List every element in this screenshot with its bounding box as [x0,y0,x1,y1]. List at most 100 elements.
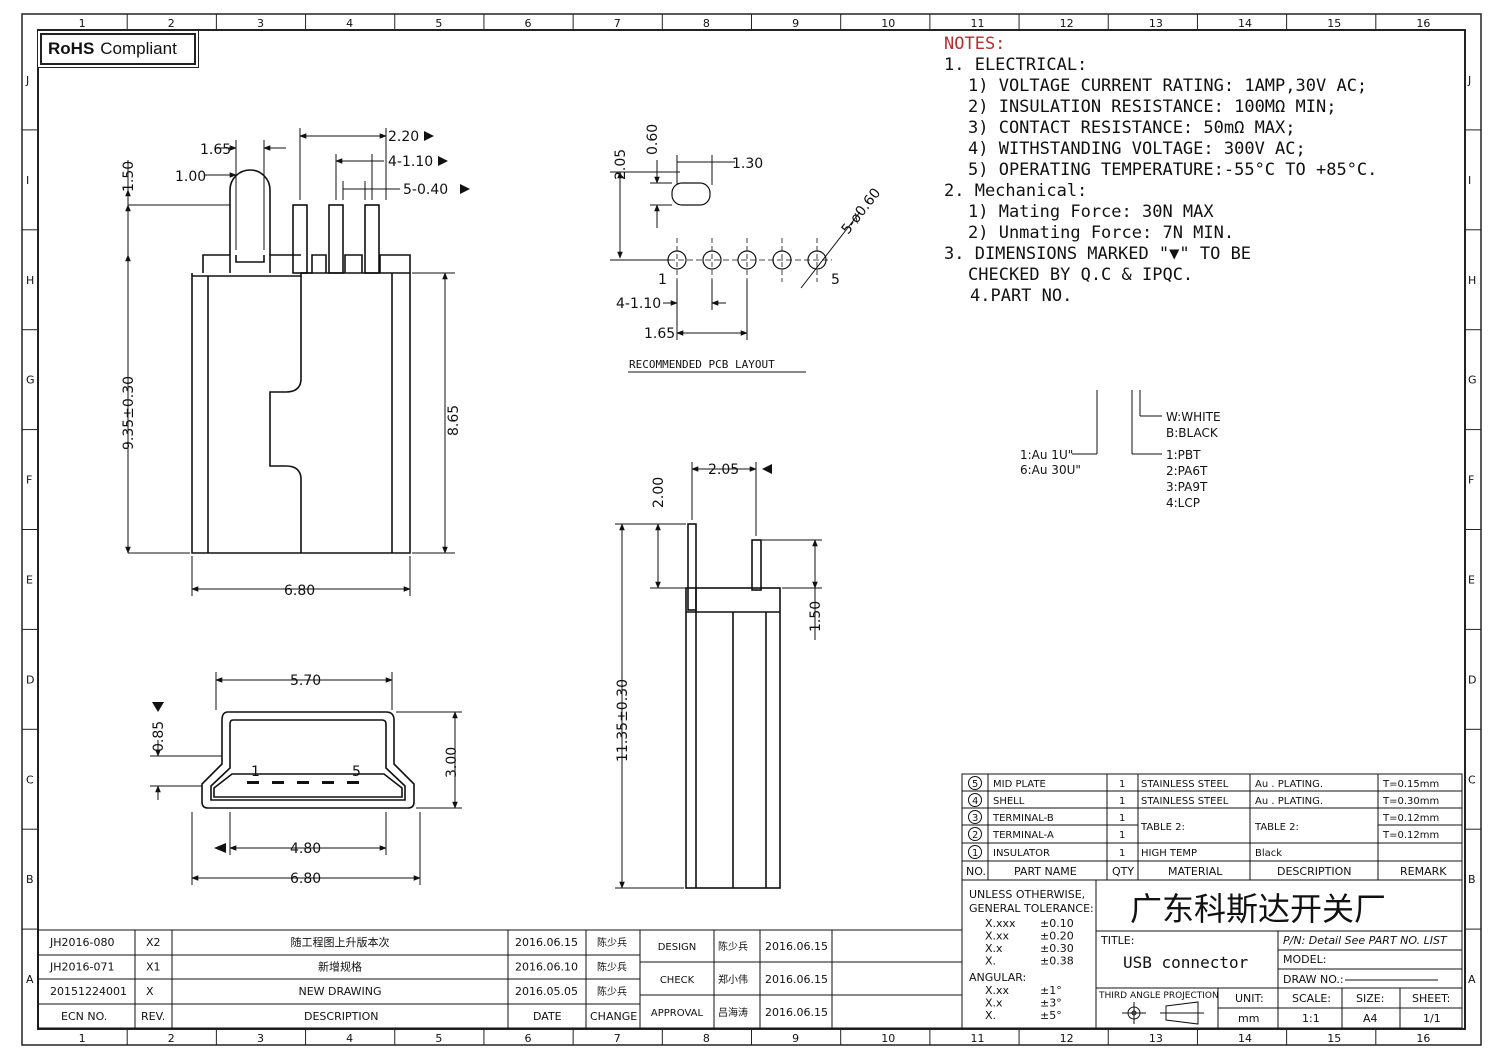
bom-remark: T=0.15mm [1382,779,1439,790]
zone-row-left-C: C [26,773,34,786]
zone-row-right-A: A [1468,973,1476,986]
pcb-pin-5: 5 [831,272,840,288]
bom-no: 2 [972,830,978,841]
zone-col-top-6: 6 [525,17,532,30]
bom-table [961,773,1463,881]
legend-material-lcp: 4:LCP [1166,496,1200,510]
rev-header-date: DATE [533,1010,562,1023]
zone-col-bottom-5: 5 [435,1032,442,1045]
zone-col-top-8: 8 [703,17,710,30]
tolerance-value: ±0.30 [1040,942,1074,955]
end-contact-pin [322,781,334,784]
notes-title: NOTES: [944,34,1006,54]
pcb-dim-4-1-10: 4-1.10 [616,296,661,312]
bom-description: Au . PLATING. [1255,779,1323,790]
bom-qty: 1 [1119,830,1125,841]
approval-date: 2016.06.15 [765,940,828,953]
tolerance-value: ±0.20 [1040,930,1074,943]
angular-value: ±3° [1040,997,1062,1010]
zone-col-top-12: 12 [1060,17,1074,30]
rev-change: 陈少兵 [597,961,627,974]
tolerance-precision: X.xx [985,930,1010,943]
angular-title: ANGULAR: [969,971,1026,984]
side-dim-11-35: 11.35±0.30 [615,679,631,762]
side-dim-2-05: 2.05 [708,462,739,478]
bom-part-name: SHELL [993,796,1025,807]
dim-6-80-front: 6.80 [284,583,315,599]
rev-date: 2016.06.10 [515,961,578,974]
dim-9-35: 9.35±0.30 [121,376,137,450]
zone-row-right-D: D [1468,673,1476,686]
dim-1-50: 1.50 [121,161,137,192]
end-inspection-markers [152,702,226,853]
zone-col-bottom-10: 10 [881,1032,895,1045]
end-dim-6-80: 6.80 [290,871,321,887]
rev-ecn: JH2016-080 [49,936,114,949]
zone-row-right-J: J [1467,74,1471,87]
zone-col-top-9: 9 [792,17,799,30]
zone-col-bottom-2: 2 [168,1032,175,1045]
bom-description: TABLE 2: [1254,822,1299,833]
zone-col-bottom-16: 16 [1416,1032,1430,1045]
zone-col-bottom-7: 7 [614,1032,621,1045]
angular-value: ±5° [1040,1009,1062,1022]
zone-col-top-3: 3 [257,17,264,30]
legend-color-white: W:WHITE [1166,410,1221,424]
rohs-text: Compliant [100,39,177,58]
zone-col-bottom-14: 14 [1238,1032,1252,1045]
rev-rev: X2 [146,936,161,949]
bom-description: Au . PLATING. [1255,796,1323,807]
zone-col-top-7: 7 [614,17,621,30]
side-inspection-marker [762,464,772,474]
zone-row-left-G: G [26,374,35,387]
dim-4-1-10: 4-1.10 [388,154,433,170]
notes-mechanical: 2. Mechanical: [944,181,1088,201]
zone-col-top-15: 15 [1327,17,1341,30]
rev-ecn: 20151224001 [50,985,127,998]
pcb-pin-1: 1 [658,272,667,288]
bom-qty: 1 [1119,848,1125,859]
zone-row-left-E: E [26,573,33,586]
legend-material-pbt: 1:PBT [1166,448,1201,462]
zone-col-top-4: 4 [346,17,353,30]
projection-label: THIRD ANGLE PROJECTION [1098,991,1219,1001]
dim-5-0-40: 5-0.40 [403,182,448,198]
dim-8-65: 8.65 [446,405,462,436]
tolerance-title-1: UNLESS OTHERWISE, [969,888,1085,901]
dim-1-00: 1.00 [175,169,206,185]
notes-electrical-1: 1) VOLTAGE CURRENT RATING: 1AMP,30V AC; [968,76,1368,96]
tolerance-precision: X. [985,955,996,968]
end-view [201,711,415,809]
zone-col-bottom-13: 13 [1149,1032,1163,1045]
side-dim-2-00: 2.00 [651,477,667,508]
zone-row-right-C: C [1468,773,1476,786]
end-pin-1: 1 [251,764,260,780]
pcb-dim-0-60: 0.60 [645,124,661,155]
end-dim-5-70: 5.70 [290,673,321,689]
end-pin-5: 5 [352,764,361,780]
front-view [191,169,411,554]
end-dim-0-85: 0.85 [151,721,167,752]
pcb-layout [610,155,861,373]
zone-col-bottom-8: 8 [703,1032,710,1045]
bom-no: 5 [972,779,978,790]
bom-part-name: MID PLATE [993,779,1046,790]
rev-header-rev: REV. [141,1010,165,1023]
title-label: TITLE: [1100,934,1134,947]
bom-material: TABLE 2: [1140,822,1185,833]
angular-value: ±1° [1040,984,1062,997]
rev-header-change: CHANGE [590,1010,637,1023]
size-label: SIZE: [1356,992,1384,1005]
bom-material: STAINLESS STEEL [1141,796,1229,807]
approval-name: 陈少兵 [718,940,748,953]
approval-name: 郑小伟 [718,973,748,986]
zone-col-bottom-3: 3 [257,1032,264,1045]
approval-role: DESIGN [658,942,697,953]
notes-mechanical-1: 1) Mating Force: 30N MAX [968,202,1214,222]
zone-col-bottom-1: 1 [79,1032,86,1045]
rev-change: 陈少兵 [597,985,627,998]
bom-remark: T=0.30mm [1382,796,1439,807]
bom-no-circle [968,810,982,824]
pn-label: P/N: Detail See PART NO. LIST [1283,934,1448,947]
